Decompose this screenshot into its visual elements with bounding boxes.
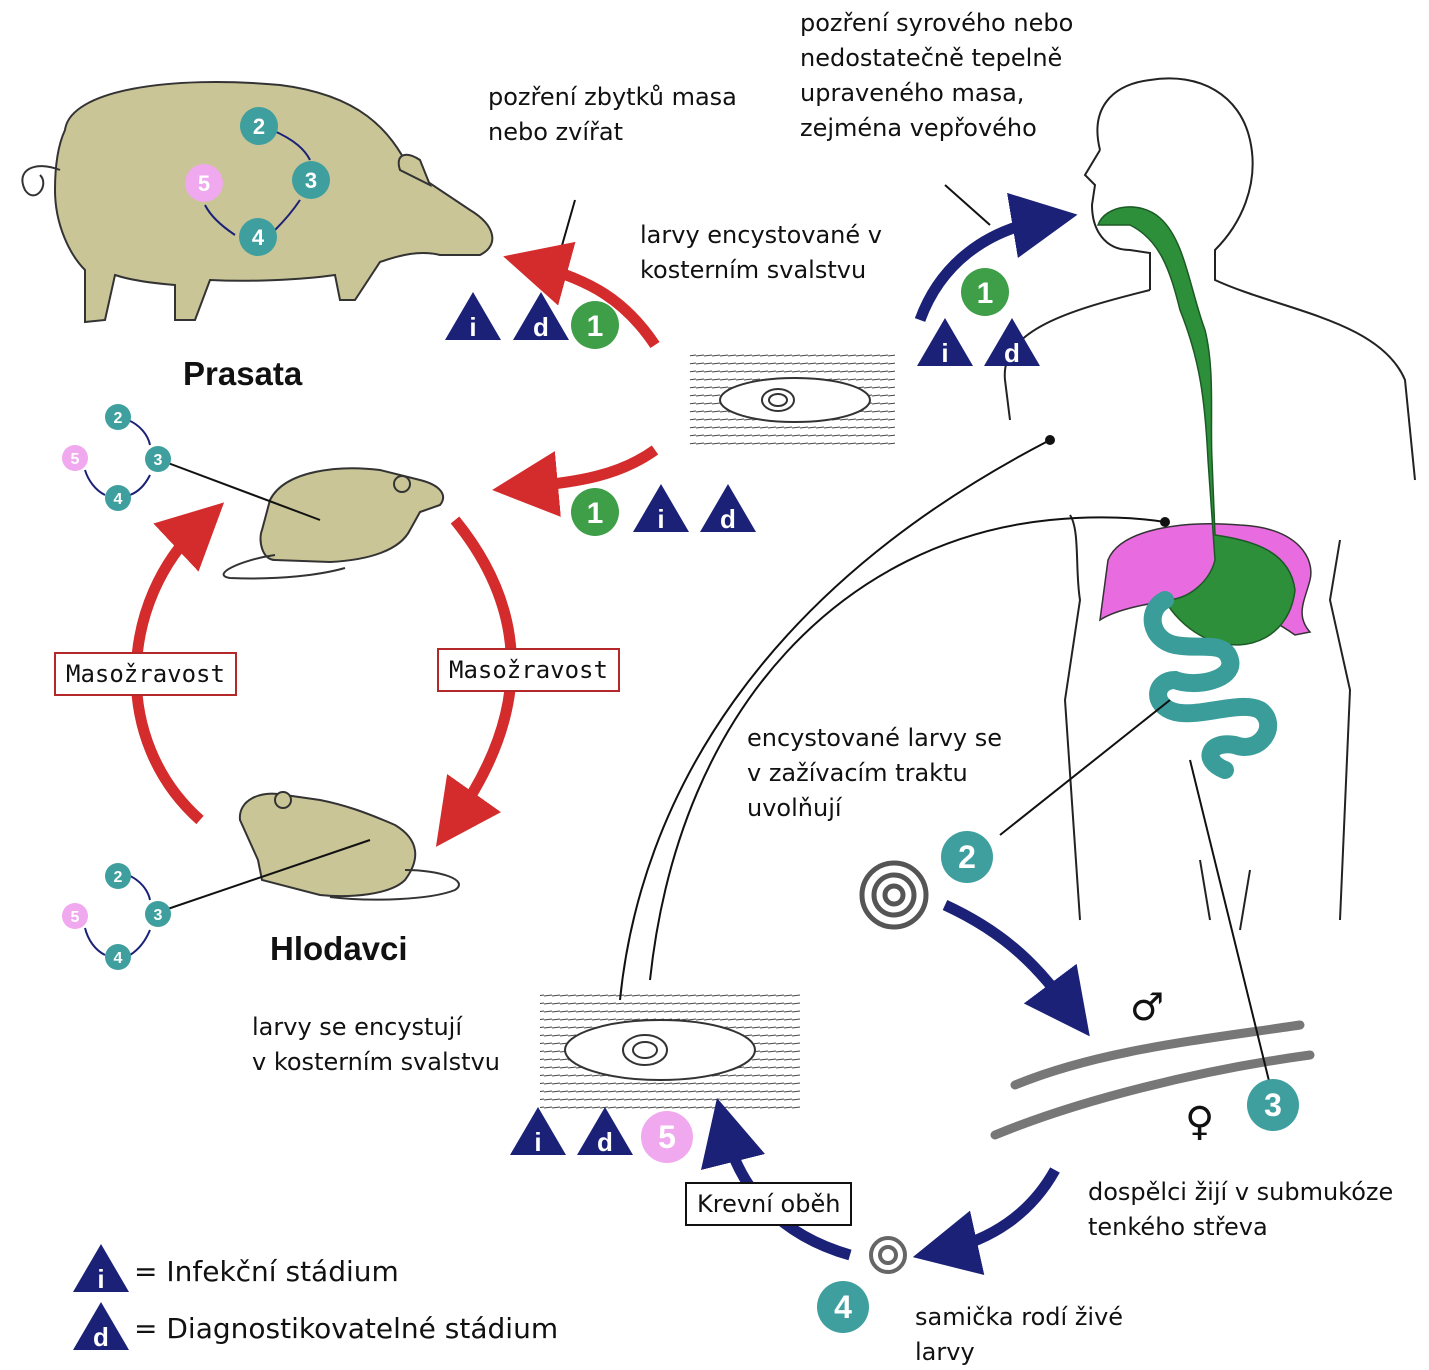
stage-5-human: 5: [641, 1111, 693, 1163]
stage-2-human: 2: [941, 831, 993, 883]
female-symbol: ♀: [1185, 1099, 1214, 1145]
stage-4-human: 4: [817, 1281, 869, 1333]
marker-i-muscle: i: [510, 1107, 566, 1157]
coiled-larva: [862, 863, 926, 927]
svg-text:5: 5: [198, 171, 210, 196]
svg-text:1: 1: [587, 310, 604, 343]
marker-d-rat: d: [700, 484, 756, 534]
box-blood: Krevní oběh: [685, 1182, 852, 1226]
svg-text:i: i: [941, 338, 948, 368]
muscle-tissue-top: [690, 350, 895, 450]
svg-text:5: 5: [71, 451, 80, 468]
svg-text:2: 2: [114, 410, 123, 427]
svg-text:i: i: [534, 1127, 541, 1157]
male-symbol: ♂: [1130, 985, 1164, 1029]
rat-top-stage-loop: [85, 420, 150, 495]
svg-text:2: 2: [958, 839, 976, 875]
stage-5-rat-top: 5: [62, 445, 88, 471]
marker-d-muscle: d: [577, 1107, 633, 1157]
marker-i-pig: i: [445, 292, 501, 342]
svg-text:2: 2: [253, 114, 265, 139]
svg-text:d: d: [533, 312, 549, 342]
rat-top: [224, 468, 443, 578]
newborn-larva: [871, 1238, 905, 1272]
arrow-larva-to-adults: [945, 905, 1070, 1010]
stage-3-human: 3: [1247, 1079, 1299, 1131]
svg-text:3: 3: [154, 452, 163, 469]
svg-text:3: 3: [305, 168, 317, 193]
box-carnivory-right: Masožravost: [437, 648, 620, 692]
group-label-rodents: Hlodavci: [270, 930, 408, 968]
legend-infective-text: = Infekční stádium: [134, 1255, 399, 1288]
svg-text:2: 2: [114, 869, 123, 886]
svg-text:5: 5: [71, 909, 80, 926]
svg-text:3: 3: [1264, 1087, 1282, 1123]
stage-3-pig: 3: [292, 161, 330, 199]
marker-i-rat: i: [633, 484, 689, 534]
svg-text:1: 1: [587, 497, 604, 530]
group-label-pigs: Prasata: [183, 355, 302, 393]
stage-4-rat-top: 4: [105, 485, 131, 511]
svg-text:4: 4: [114, 950, 123, 967]
legend-diagnostic-icon: d: [73, 1302, 129, 1352]
svg-text:i: i: [469, 312, 476, 342]
svg-text:i: i: [97, 1264, 104, 1294]
svg-text:d: d: [720, 504, 736, 534]
svg-text:1: 1: [977, 277, 994, 310]
svg-text:d: d: [597, 1127, 613, 1157]
stage-5-rat-bottom: 5: [62, 903, 88, 929]
rat-bottom: [240, 792, 459, 900]
marker-d-human: d: [984, 318, 1040, 368]
arrow-muscle-to-rat: [525, 450, 655, 487]
box-carnivory-left: Masožravost: [54, 652, 237, 696]
svg-text:5: 5: [658, 1119, 676, 1155]
marker-i-human: i: [917, 318, 973, 368]
svg-text:d: d: [1004, 338, 1020, 368]
marker-d-pig: d: [513, 292, 569, 342]
svg-text:4: 4: [114, 491, 123, 508]
stage-2-rat-bottom: 2: [105, 863, 131, 889]
stage-3-rat-top: 3: [145, 446, 171, 472]
stage-5-pig: 5: [185, 164, 223, 202]
svg-text:d: d: [93, 1322, 109, 1352]
stage-2-rat-top: 2: [105, 404, 131, 430]
legend-diagnostic-text: = Diagnostikovatelné stádium: [134, 1312, 558, 1345]
svg-text:i: i: [657, 504, 664, 534]
human-organs: [1098, 207, 1311, 770]
stage-1-rat-route: 1: [571, 488, 619, 536]
stage-3-rat-bottom: 3: [145, 901, 171, 927]
stage-2-pig: 2: [240, 107, 278, 145]
legend-infective-icon: i: [73, 1244, 129, 1294]
arrow-adults-to-newborn: [945, 1170, 1055, 1250]
stage-4-pig: 4: [239, 218, 277, 256]
svg-text:4: 4: [252, 225, 265, 250]
svg-text:3: 3: [154, 907, 163, 924]
human-outline: [1005, 78, 1415, 930]
stage-4-rat-bottom: 4: [105, 944, 131, 970]
svg-text:4: 4: [834, 1289, 852, 1325]
muscle-tissue-bottom: [540, 990, 800, 1110]
stage-1-human-route: 1: [961, 268, 1009, 316]
stage-1-pig-route: 1: [571, 301, 619, 349]
